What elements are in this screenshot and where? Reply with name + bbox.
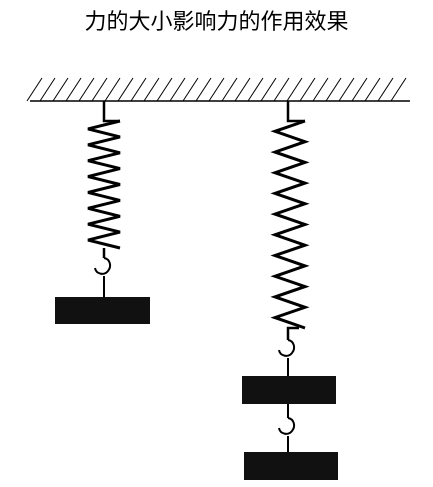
hatched-ceiling [26, 77, 410, 102]
left-spring-top-stem [102, 101, 120, 123]
right-spring-coil [270, 119, 310, 330]
hatch-mark [221, 77, 238, 102]
left-hook [94, 257, 112, 275]
hatch-mark [338, 77, 355, 102]
left-weight [55, 297, 150, 324]
right-spring-bottom-stem [286, 326, 299, 340]
hatch-mark [52, 77, 69, 102]
hatch-mark [39, 77, 56, 102]
hatch-mark [65, 77, 82, 102]
right-weight-upper [242, 376, 336, 404]
hatch-mark [104, 77, 121, 102]
hatch-mark [208, 77, 225, 102]
hatch-mark [299, 77, 316, 102]
left-spring-assembly [55, 101, 150, 324]
hatch-mark [78, 77, 95, 102]
hatch-mark [325, 77, 342, 102]
hatch-mark [195, 77, 212, 102]
hatch-mark [247, 77, 264, 102]
hatch-mark [130, 77, 147, 102]
ceiling-hatches [26, 77, 407, 102]
hatch-mark [273, 77, 290, 102]
hatch-mark [390, 77, 407, 102]
hatch-mark [260, 77, 277, 102]
hatch-mark [117, 77, 134, 102]
hatch-mark [143, 77, 160, 102]
hatch-mark [169, 77, 186, 102]
hatch-mark [364, 77, 381, 102]
right-weight-lower [244, 452, 338, 480]
hatch-mark [26, 77, 43, 102]
hatch-mark [234, 77, 251, 102]
diagram-title: 力的大小影响力的作用效果 [84, 10, 349, 35]
right-hook-lower [278, 417, 296, 435]
hatch-mark [156, 77, 173, 102]
hatch-mark [351, 77, 368, 102]
hatch-mark [312, 77, 329, 102]
right-spring-top-stem [286, 101, 305, 123]
left-spring-coil [87, 119, 121, 250]
hatch-mark [286, 77, 303, 102]
right-spring-assembly [242, 101, 338, 480]
hatch-mark [91, 77, 108, 102]
hatch-mark [182, 77, 199, 102]
hatch-mark [377, 77, 394, 102]
right-hook-upper [278, 339, 296, 357]
